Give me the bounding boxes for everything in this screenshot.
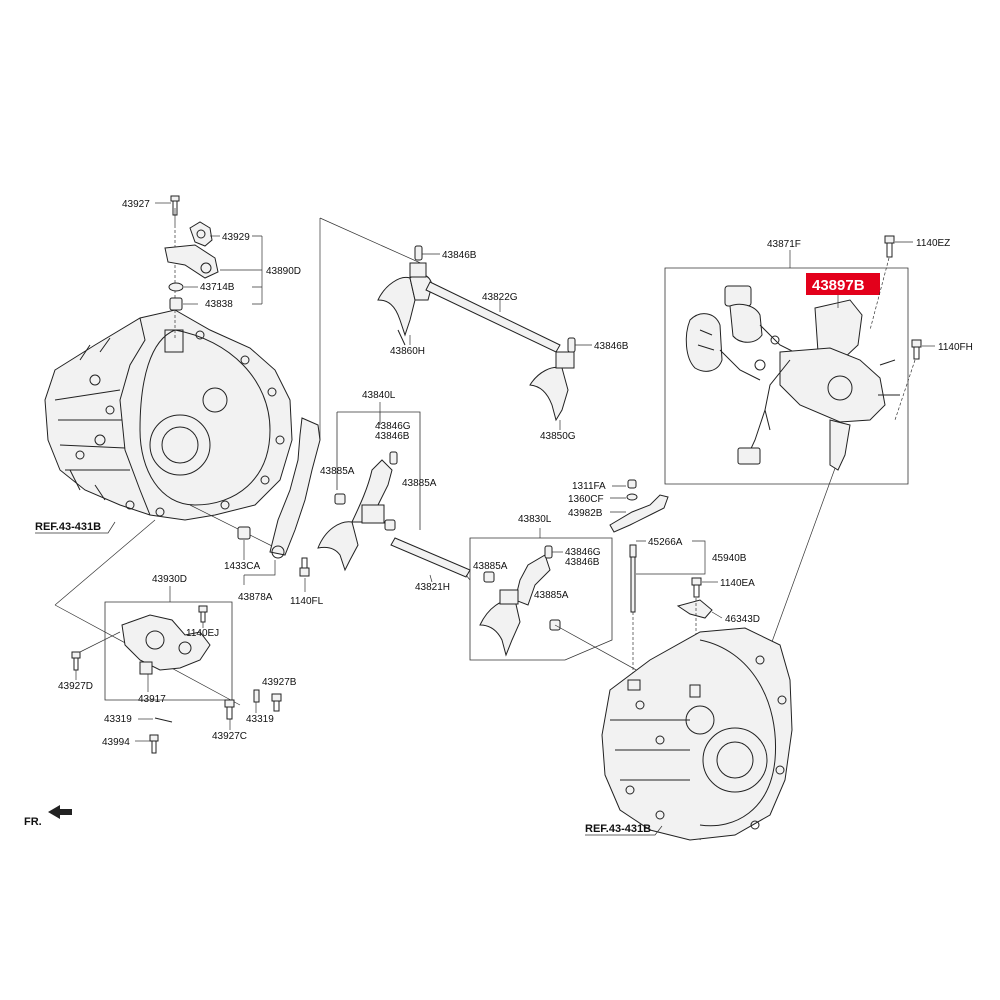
bracket-43929 xyxy=(189,221,213,247)
label-43885A-b: 43885A xyxy=(402,478,437,489)
lever-43890D xyxy=(164,244,219,279)
shift-fork-43860H xyxy=(377,262,433,346)
sensor-45940B xyxy=(629,544,637,613)
transmission-case-left xyxy=(44,309,293,521)
spacer-43885A-b xyxy=(384,519,396,531)
bolt-1140EZ xyxy=(884,235,895,258)
arrow-icon xyxy=(48,805,72,819)
bolt-43927B xyxy=(271,693,282,712)
shift-fork-43840L xyxy=(317,459,393,572)
label-43830L: 43830L xyxy=(518,514,552,525)
pin-43319-a xyxy=(253,689,260,703)
label-43319-b: 43319 xyxy=(246,714,274,725)
label-43846B-a: 43846B xyxy=(442,250,477,261)
label-1140EA: 1140EA xyxy=(720,578,755,589)
bolt-43927C xyxy=(224,699,235,720)
bushing-1433CA xyxy=(237,526,251,540)
label-1433CA: 1433CA xyxy=(224,561,260,572)
bolt-43927D xyxy=(71,651,81,671)
bolt-1140EA xyxy=(691,577,702,598)
label-1140EZ: 1140EZ xyxy=(916,238,950,249)
transmission-case-right xyxy=(601,627,793,841)
highlight-label: 43897B xyxy=(812,277,865,294)
label-43871F: 43871F xyxy=(767,239,801,250)
washer-1360CF xyxy=(626,493,638,501)
bracket-43982B xyxy=(609,494,669,533)
label-43927: 43927 xyxy=(122,199,150,210)
nut-1311FA xyxy=(627,479,637,489)
label-1360CF: 1360CF xyxy=(568,494,604,505)
label-43878A: 43878A xyxy=(238,592,273,603)
highlight-callout-43897B[interactable]: 43897B xyxy=(806,273,880,295)
label-43917: 43917 xyxy=(138,694,166,705)
shift-fork-43850G xyxy=(529,351,575,422)
label-43982B: 43982B xyxy=(568,508,603,519)
label-1311FA: 1311FA xyxy=(572,481,606,492)
label-1140FH: 1140FH xyxy=(938,342,973,353)
label-1140EJ: 1140EJ xyxy=(186,628,219,639)
label-43846G-b: 43846G xyxy=(565,547,601,558)
ref-label-top: REF.43-431B xyxy=(35,521,101,533)
front-label: FR. xyxy=(24,816,42,828)
shift-lever-43878A xyxy=(269,417,321,559)
label-43846B-c: 43846B xyxy=(375,431,410,442)
label-43319-a: 43319 xyxy=(104,714,132,725)
bolt-1140EJ xyxy=(198,605,208,623)
rod-43821H xyxy=(390,537,471,578)
ref-label-bottom: REF.43-431B xyxy=(585,823,651,835)
label-43885A-d: 43885A xyxy=(534,590,569,601)
bolt-1140FH xyxy=(911,339,922,360)
front-direction-indicator: FR. xyxy=(24,805,72,828)
label-43846B-b: 43846B xyxy=(594,341,629,352)
label-43885A-a: 43885A xyxy=(320,466,355,477)
label-43821H: 43821H xyxy=(415,582,450,593)
label-43850G: 43850G xyxy=(540,431,576,442)
label-43885A-c: 43885A xyxy=(473,561,508,572)
label-43927B: 43927B xyxy=(262,677,297,688)
pin-43846B-top xyxy=(414,245,423,261)
label-43994: 43994 xyxy=(102,737,130,748)
label-43927D: 43927D xyxy=(58,681,93,692)
actuator-assembly xyxy=(685,285,900,471)
label-43890D: 43890D xyxy=(266,266,301,277)
label-43840L: 43840L xyxy=(362,390,396,401)
label-43822G: 43822G xyxy=(482,292,518,303)
pin-43846B-right xyxy=(567,337,576,353)
label-45266A: 45266A xyxy=(648,537,683,548)
spacer-43885A-c xyxy=(483,571,495,583)
label-43846G-a: 43846G xyxy=(375,421,411,432)
bushing-43838 xyxy=(169,297,183,311)
bolt-43994 xyxy=(149,734,159,754)
label-43930D: 43930D xyxy=(152,574,187,585)
label-1140FL: 1140FL xyxy=(290,596,324,607)
label-46343D: 46343D xyxy=(725,614,760,625)
shift-control-43930D xyxy=(121,614,211,675)
label-43714B: 43714B xyxy=(200,282,235,293)
bolt-1140FL xyxy=(299,557,310,577)
label-43860H: 43860H xyxy=(390,346,425,357)
label-43927C: 43927C xyxy=(212,731,247,742)
label-45940B: 45940B xyxy=(712,553,747,564)
bolt-43927 xyxy=(170,195,180,216)
label-43846B-d: 43846B xyxy=(565,557,600,568)
label-43838: 43838 xyxy=(205,299,233,310)
pin-43846-box xyxy=(544,545,553,559)
spacer-43885A-a xyxy=(334,493,346,505)
label-43929: 43929 xyxy=(222,232,250,243)
pin-43846 xyxy=(389,451,398,465)
bracket-46343D xyxy=(676,599,713,619)
washer-43714B xyxy=(168,282,184,292)
pin-43319-b xyxy=(154,717,173,723)
shift-fork-43830L xyxy=(479,554,551,657)
